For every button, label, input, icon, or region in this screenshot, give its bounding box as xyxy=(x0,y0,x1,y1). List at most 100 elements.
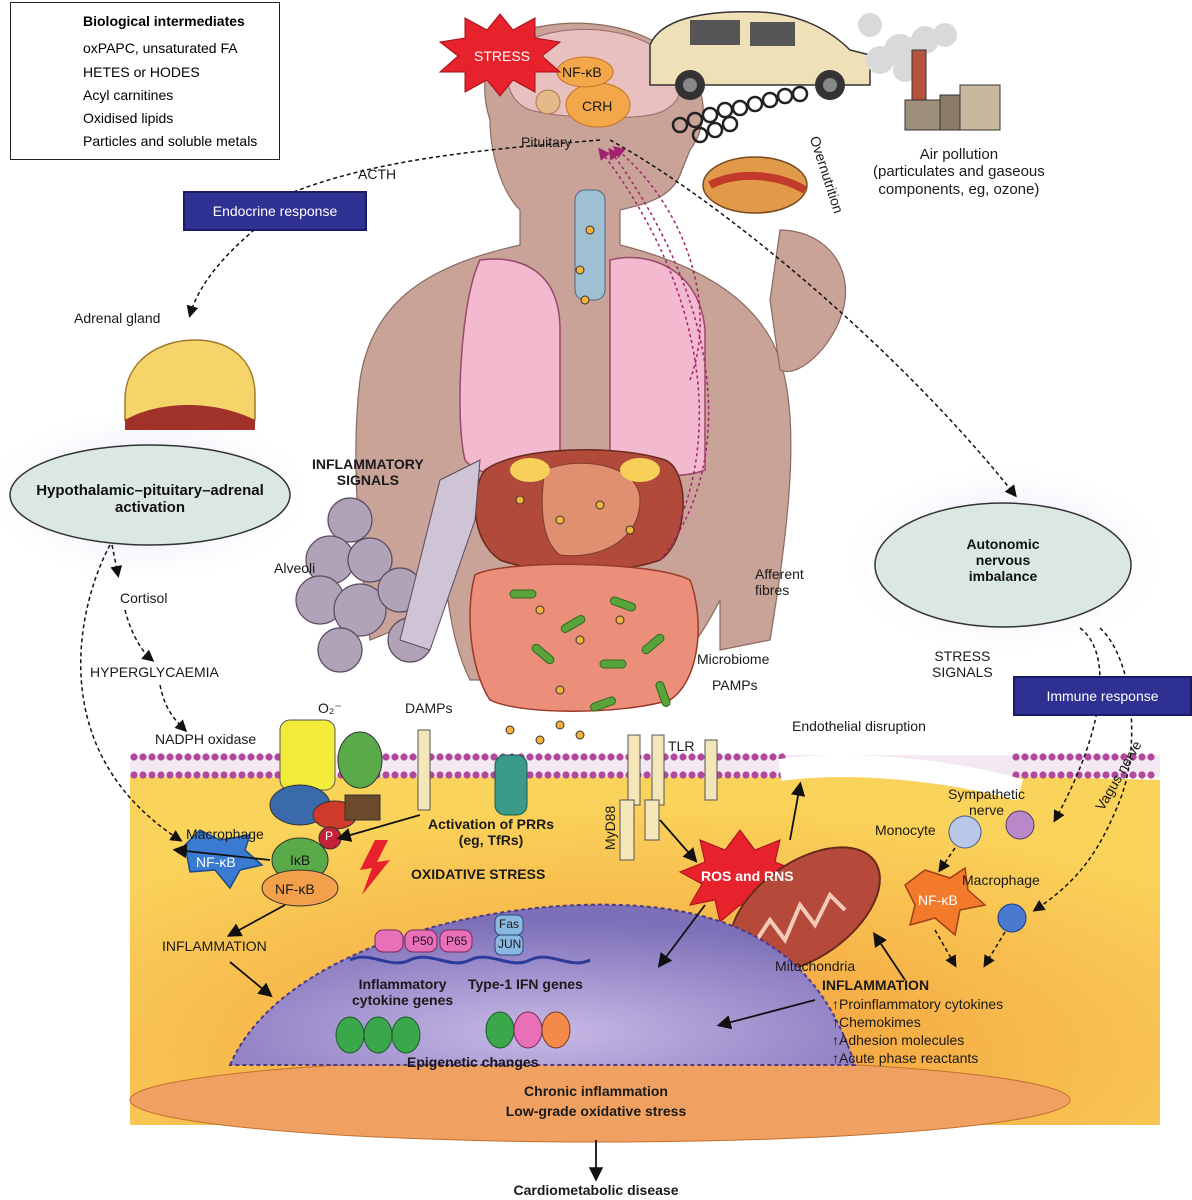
lipid-head xyxy=(751,753,759,761)
o2-label: O₂⁻ xyxy=(318,700,342,716)
lipid-head xyxy=(1093,753,1101,761)
pituitary-ans-arrow xyxy=(609,139,1017,498)
lipid-head xyxy=(220,753,228,761)
lipid-head xyxy=(211,753,219,761)
lipid-head xyxy=(490,753,498,761)
lipid-head xyxy=(247,771,255,779)
myd88-label: MyD88 xyxy=(602,805,618,850)
lipid-head xyxy=(1048,771,1056,779)
left-macrophage xyxy=(184,829,264,890)
lipid-head xyxy=(553,771,561,779)
monocyte-cell xyxy=(948,815,982,849)
lipid-head xyxy=(463,771,471,779)
lipid-head xyxy=(742,771,750,779)
lipid-head xyxy=(1039,771,1047,779)
lipid-head xyxy=(481,753,489,761)
lipid-head xyxy=(148,771,156,779)
lipid-head xyxy=(598,753,606,761)
lipid-head xyxy=(238,753,246,761)
lipid-head xyxy=(1057,771,1065,779)
lipid-head xyxy=(679,753,687,761)
inflam-item-acute: ↑Acute phase reactants xyxy=(832,1050,979,1066)
lipid-head xyxy=(1021,753,1029,761)
inflam-mito-arrow xyxy=(873,932,906,981)
tlr-receptors xyxy=(417,729,718,861)
right-macrophage xyxy=(904,866,987,937)
adrenal-left xyxy=(510,458,550,482)
jun-label: JUN xyxy=(498,937,522,951)
lipid-head xyxy=(769,753,777,761)
lipid-head xyxy=(553,753,561,761)
lipid-head xyxy=(238,771,246,779)
lipid-head xyxy=(670,753,678,761)
lipid-head xyxy=(193,771,201,779)
lipid-head xyxy=(1012,753,1020,761)
car-illustration xyxy=(649,11,871,100)
lipid-head xyxy=(139,753,147,761)
right-lung xyxy=(609,256,706,477)
epigenetic-label: Epigenetic changes xyxy=(407,1054,539,1070)
lipid-head xyxy=(409,771,417,779)
particle-chain xyxy=(671,85,809,144)
lipid-head xyxy=(1084,753,1092,761)
chronic-inflammation-label: Chronic inflammation xyxy=(524,1083,668,1099)
lipid-head xyxy=(157,753,165,761)
inflam-item-adhesion: ↑Adhesion molecules xyxy=(832,1032,965,1048)
cytokine-genes-label: Inflammatory cytokine genes xyxy=(352,976,454,1009)
lipid-head xyxy=(733,771,741,779)
microbiome-rods xyxy=(509,589,671,712)
endocrine-response-box: Endocrine response xyxy=(183,191,367,231)
lipid-head xyxy=(724,753,732,761)
lipid-head xyxy=(1021,771,1029,779)
lipid-head xyxy=(130,753,138,761)
lipid-head xyxy=(166,771,174,779)
monocyte-label: Monocyte xyxy=(875,822,936,838)
kidney-top xyxy=(125,405,255,430)
lipid-head xyxy=(247,753,255,761)
lipid-head xyxy=(445,771,453,779)
lipid-head xyxy=(679,771,687,779)
lipid-head xyxy=(1120,771,1128,779)
legend-item-acyl: Acyl carnitines xyxy=(83,87,174,103)
ikb-macrophage-arrow xyxy=(172,843,271,861)
nucleosomes xyxy=(335,1011,571,1054)
phospho-label: P xyxy=(325,829,334,843)
oxidative-stress-label: OXIDATIVE STRESS xyxy=(411,866,546,882)
lipid-head xyxy=(472,771,480,779)
dna-strand xyxy=(349,955,591,965)
lipid-head xyxy=(1066,753,1074,761)
lipid-head xyxy=(1147,753,1155,761)
nfkb-center-label: NF-κB xyxy=(275,881,315,897)
sympathetic-label: Sympathetic nerve xyxy=(948,786,1026,819)
legend-item-hetes: HETES or HODES xyxy=(83,64,200,80)
bronchus-tube xyxy=(399,459,481,651)
hyperglycaemia-label: HYPERGLYCAEMIA xyxy=(90,664,219,680)
lipid-head xyxy=(598,771,606,779)
trachea xyxy=(574,189,606,301)
acyl-carnitine-dots xyxy=(505,225,635,745)
lipid-head xyxy=(1138,753,1146,761)
lipid-head xyxy=(1093,771,1101,779)
lipid-head xyxy=(535,753,543,761)
vagus-arrow xyxy=(1032,627,1133,912)
lipid-head xyxy=(580,771,588,779)
macrophage-left-label: Macrophage xyxy=(186,826,264,842)
adrenal-gland-label: Adrenal gland xyxy=(74,310,161,326)
lipid-head xyxy=(760,753,768,761)
lipid-head xyxy=(751,771,759,779)
immune-response-box: Immune response xyxy=(1013,676,1192,716)
lipid-head xyxy=(589,753,597,761)
endothelial-gap xyxy=(778,755,1024,801)
lipid-head xyxy=(202,753,210,761)
vagus-cell xyxy=(997,903,1027,933)
afferent-fibre-1 xyxy=(598,147,701,521)
lipid-head xyxy=(688,753,696,761)
nadph-oxidase-complex xyxy=(269,719,383,830)
lipid-head xyxy=(184,771,192,779)
cortisol-label: Cortisol xyxy=(120,590,168,606)
lipid-head xyxy=(733,753,741,761)
mito-cristae xyxy=(748,891,847,952)
acth-arrow xyxy=(242,139,601,217)
lipid-head xyxy=(229,771,237,779)
ikb-label: IκB xyxy=(290,852,311,868)
